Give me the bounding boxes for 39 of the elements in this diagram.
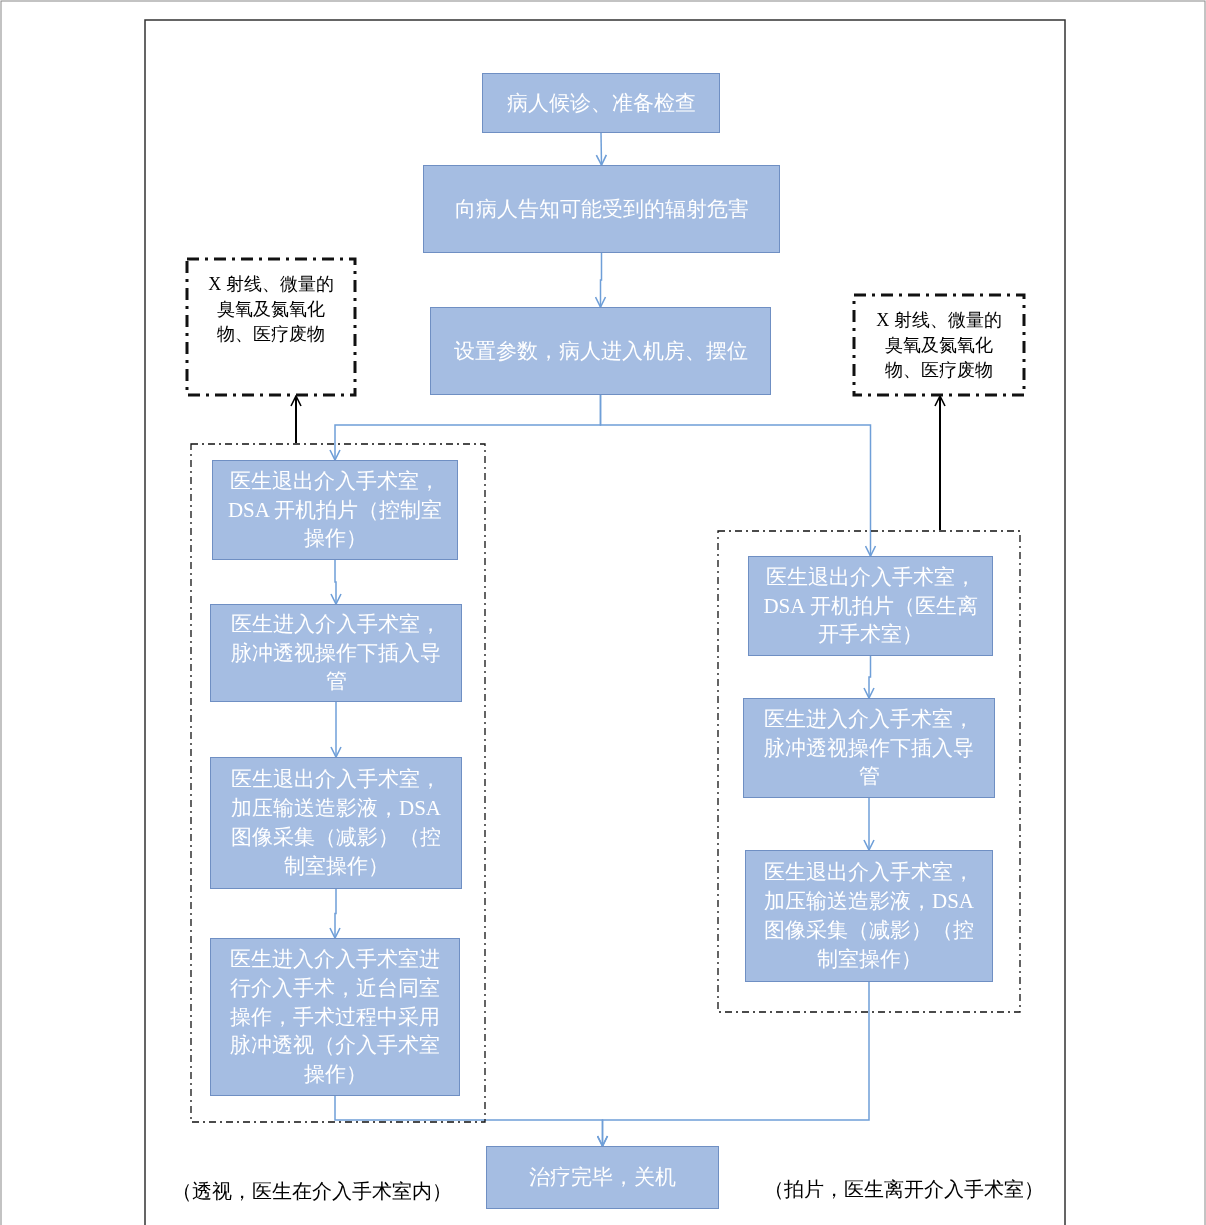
note-text: （拍片，医生离开介入手术室）	[764, 1177, 1044, 1202]
arrow	[594, 252, 607, 308]
step-text: 医生进入介入手术室，脉冲透视操作下插入导管	[230, 610, 442, 696]
step-text: 医生进入介入手术室，脉冲透视操作下插入导管	[763, 705, 975, 791]
process-box	[745, 850, 993, 982]
step-text: 医生退出介入手术室，加压输送造影液，DSA 图像采集（减影）（控制室操作）	[763, 859, 975, 973]
arrow	[329, 888, 341, 939]
process-box	[210, 604, 462, 702]
arrow	[863, 797, 875, 851]
step-text: 医生退出介入手术室，DSA 开机拍片（医生离开手术室）	[762, 563, 979, 649]
process-box	[212, 460, 458, 560]
emission-box	[853, 294, 1025, 396]
arrow	[599, 394, 877, 557]
step-text: 设置参数，病人进入机房、摆位	[453, 337, 748, 365]
arrow	[863, 655, 875, 699]
arrow	[290, 395, 302, 444]
step-text: 医生退出介入手术室，DSA 开机拍片（控制室操作）	[226, 467, 444, 553]
process-box	[210, 938, 460, 1096]
process-box	[423, 165, 780, 253]
step-text: 病人候诊、准备检查	[506, 89, 696, 117]
arrow	[330, 701, 342, 758]
process-box	[748, 556, 993, 656]
arrow	[934, 395, 946, 531]
process-box	[210, 757, 462, 889]
step-text: 向病人告知可能受到的辐射危害	[454, 195, 749, 223]
arrow	[596, 981, 870, 1147]
process-box	[482, 73, 720, 133]
arrow	[330, 559, 342, 605]
process-box	[486, 1146, 719, 1209]
step-text: 治疗完毕，关机	[529, 1164, 676, 1191]
process-box	[743, 698, 995, 798]
arrow	[595, 132, 608, 166]
emission-text: X 射线、微量的臭氧及氮氧化物、医疗废物	[875, 309, 1003, 383]
process-box	[430, 307, 771, 395]
emission-text: X 射线、微量的臭氧及氮氧化物、医疗废物	[207, 273, 335, 347]
step-text: 医生退出介入手术室，加压输送造影液，DSA 图像采集（减影）（控制室操作）	[230, 766, 442, 880]
step-text: 医生进入介入手术室进行介入手术，近台同室操作，手术过程中采用脉冲透视（介入手术室操作）	[229, 945, 441, 1089]
note-text: （透视，医生在介入手术室内）	[172, 1179, 452, 1204]
emission-box	[186, 258, 356, 396]
